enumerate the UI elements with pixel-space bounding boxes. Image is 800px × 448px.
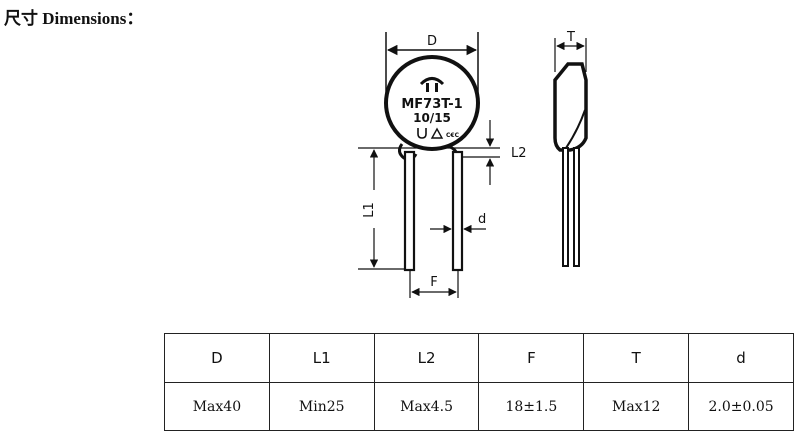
label-F: F — [430, 275, 437, 290]
value-cell-T: Max12 — [583, 382, 690, 431]
header-cell-d: d — [688, 333, 794, 383]
thermistor-front-view: MF73T-1 10/15 C€C — [384, 55, 480, 272]
table-header-row: D L1 L2 F T d — [164, 333, 794, 383]
lead-left — [403, 150, 416, 272]
label-L1: L1 — [362, 202, 377, 218]
label-L2: L2 — [511, 146, 527, 161]
page-heading: 尺寸 Dimensions： — [4, 9, 144, 28]
certification-marks: C€C — [417, 127, 460, 139]
label-D: D — [427, 34, 437, 49]
header-cell-D: D — [164, 333, 270, 383]
table-values-row: Max40 Min25 Max4.5 18±1.5 Max12 2.0±0.05 — [164, 382, 794, 431]
dimension-D: D — [385, 32, 479, 100]
dimension-diagram: MF73T-1 10/15 C€C D L2 L1 — [358, 30, 588, 298]
marking-model: MF73T-1 — [401, 97, 462, 112]
value-cell-F: 18±1.5 — [478, 382, 585, 431]
header-cell-L1: L1 — [268, 333, 375, 383]
lead-right — [451, 150, 464, 272]
dimension-d: d — [430, 212, 486, 234]
disc-body — [384, 55, 480, 151]
dimension-L2: L2 — [358, 120, 527, 185]
logo-icon — [419, 77, 445, 92]
side-lead-left — [562, 147, 569, 267]
value-cell-d: 2.0±0.05 — [688, 382, 794, 431]
side-body — [553, 62, 588, 152]
header-cell-F: F — [478, 333, 585, 383]
side-coating-edge — [565, 109, 586, 149]
dimension-L1: L1 — [358, 149, 405, 270]
dimensions-table: D L1 L2 F T d Max40 Min25 Max4.5 18±1.5 … — [164, 333, 794, 431]
value-cell-L1: Min25 — [268, 382, 375, 431]
marking-rating: 10/15 — [413, 111, 451, 125]
header-cell-T: T — [583, 333, 690, 383]
header-cell-L2: L2 — [373, 333, 480, 383]
label-d: d — [478, 212, 486, 227]
side-lead-right — [573, 147, 580, 267]
value-cell-L2: Max4.5 — [373, 382, 480, 431]
cert-mark-text: C€C — [446, 132, 460, 139]
dimension-T: T — [554, 30, 587, 72]
value-cell-D: Max40 — [164, 382, 270, 431]
thermistor-side-view — [553, 62, 588, 267]
label-T: T — [566, 30, 575, 45]
dimension-F: F — [409, 270, 459, 298]
